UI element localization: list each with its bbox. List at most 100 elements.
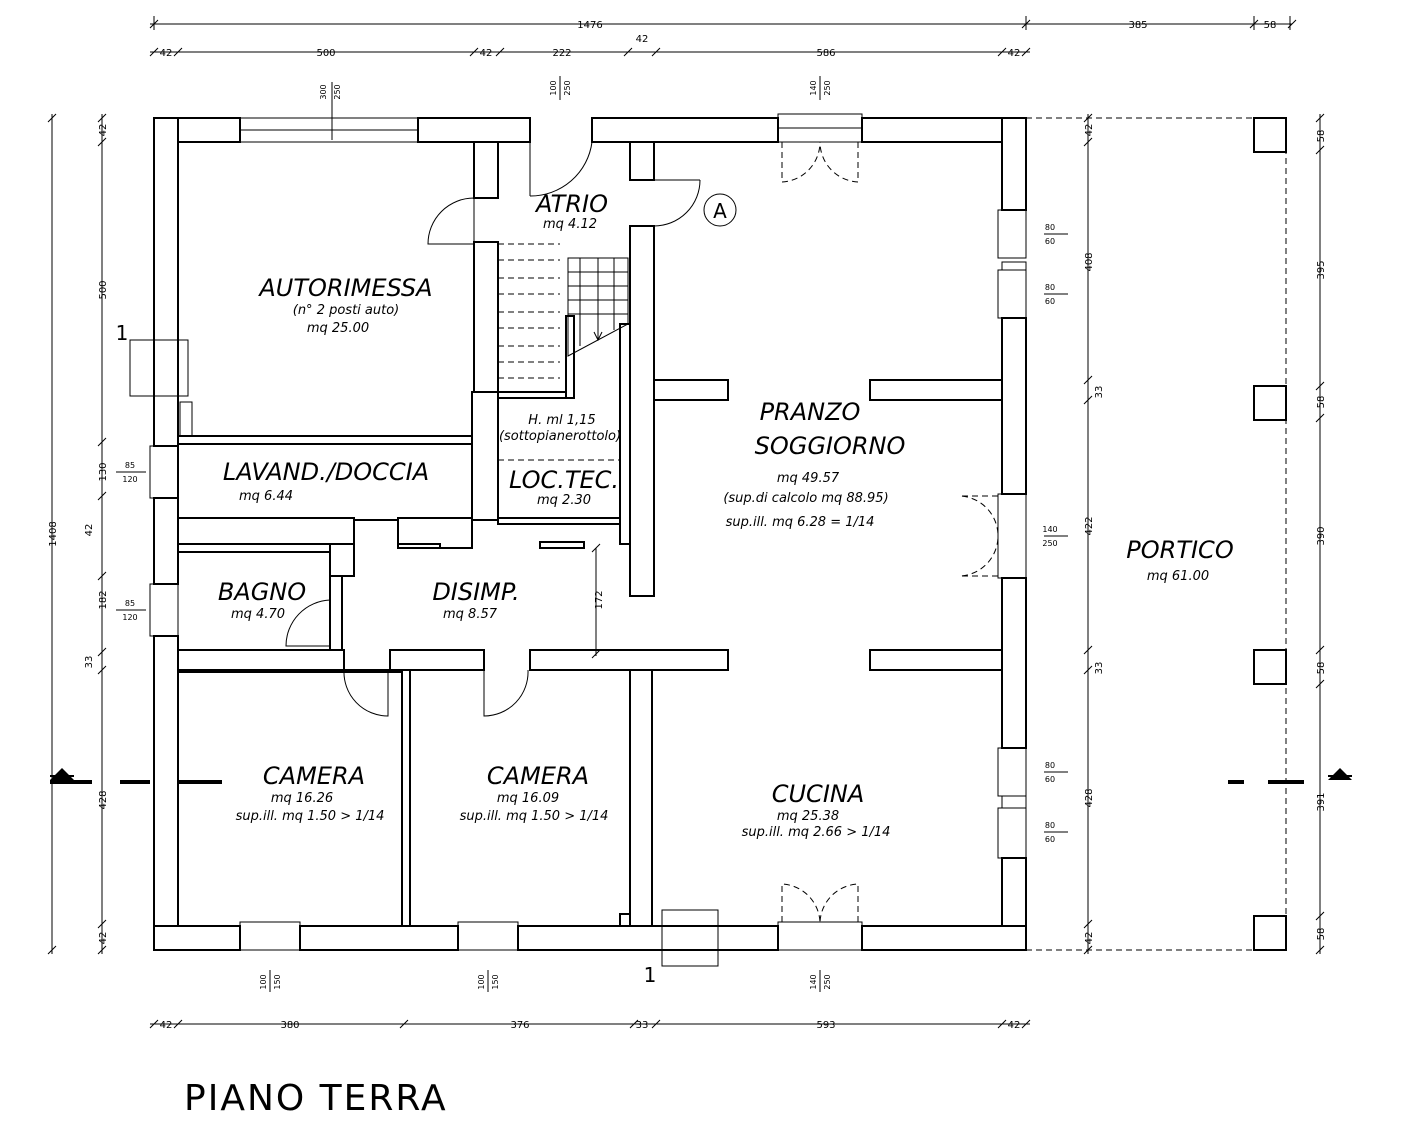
entrance-marker-label: A bbox=[713, 199, 727, 223]
opening-pranzo-top-h: 250 bbox=[823, 80, 832, 95]
room-lavand: LAVAND./DOCCIA mq 6.44 bbox=[223, 458, 429, 504]
dim-top-6: 42 bbox=[1008, 48, 1021, 59]
opening-left-win1-h: 120 bbox=[122, 475, 137, 484]
dim-bottom-3: 33 bbox=[636, 1020, 649, 1031]
opening-right-win4-w: 80 bbox=[1045, 821, 1055, 830]
dim-top-portico: 385 bbox=[1128, 20, 1147, 31]
opening-pranzo-top-w: 140 bbox=[809, 80, 818, 95]
room-disimp: DISIMP. mq 8.57 bbox=[432, 578, 519, 622]
room-loc-tec-name: LOC.TEC. bbox=[509, 466, 619, 494]
dim-right-outer-0: 58 bbox=[1316, 130, 1327, 143]
room-autorimessa-area: mq 25.00 bbox=[307, 321, 369, 336]
dim-right-inner-6: 42 bbox=[1084, 932, 1095, 945]
opening-right-win3-h: 60 bbox=[1045, 775, 1055, 784]
room-camera-2: CAMERA mq 16.09 sup.ill. mq 1.50 > 1/14 bbox=[460, 762, 609, 824]
opening-cucina-bottom-h: 250 bbox=[823, 974, 832, 989]
opening-right-door-w: 140 bbox=[1042, 525, 1057, 534]
room-atrio-name: ATRIO bbox=[534, 190, 608, 218]
room-bagno: BAGNO mq 4.70 bbox=[218, 578, 306, 622]
opening-garage-top-w: 300 bbox=[319, 84, 328, 99]
opening-bottom-win2-h: 150 bbox=[491, 974, 500, 989]
dim-left-4: 182 bbox=[98, 590, 109, 609]
room-pranzo-ill: sup.ill. mq 6.28 = 1/14 bbox=[726, 515, 875, 530]
opening-right-win2-w: 80 bbox=[1045, 283, 1055, 292]
room-cucina: CUCINA mq 25.38 sup.ill. mq 2.66 > 1/14 bbox=[742, 780, 891, 840]
dim-bottom-5: 42 bbox=[1008, 1020, 1021, 1031]
dim-bottom-1: 380 bbox=[280, 1020, 299, 1031]
portico bbox=[1026, 117, 1287, 951]
page-title: PIANO TERRA bbox=[184, 1078, 448, 1119]
opening-right-win3-w: 80 bbox=[1045, 761, 1055, 770]
room-portico-name: PORTICO bbox=[1126, 536, 1233, 564]
dim-right-inner-4: 33 bbox=[1094, 662, 1105, 675]
dim-top-4: 42 bbox=[636, 34, 649, 45]
interior-walls bbox=[177, 141, 1003, 927]
room-camera-2-area: mq 16.09 bbox=[497, 791, 559, 806]
room-camera-1-name: CAMERA bbox=[263, 762, 365, 790]
room-camera-1-ill: sup.ill. mq 1.50 > 1/14 bbox=[236, 809, 385, 824]
dim-left-2: 130 bbox=[98, 462, 109, 481]
room-bagno-name: BAGNO bbox=[218, 578, 306, 606]
room-camera-1: CAMERA mq 16.26 sup.ill. mq 1.50 > 1/14 bbox=[236, 762, 385, 824]
dim-top-total: 1476 bbox=[577, 20, 602, 31]
section-cut-line bbox=[50, 768, 1352, 784]
dim-top-pillar: 58 bbox=[1264, 20, 1277, 31]
room-cucina-ill: sup.ill. mq 2.66 > 1/14 bbox=[742, 825, 891, 840]
windows bbox=[129, 113, 1027, 967]
opening-right-win4-h: 60 bbox=[1045, 835, 1055, 844]
room-autorimessa: AUTORIMESSA (n° 2 posti auto) mq 25.00 bbox=[257, 274, 432, 336]
room-loc-tec-note: (sottopianerottolo) bbox=[499, 429, 621, 444]
section-marker-left: 1 bbox=[116, 321, 129, 345]
room-bagno-area: mq 4.70 bbox=[231, 607, 285, 622]
dim-stair-landing: 172 bbox=[594, 590, 605, 609]
dim-left-7: 42 bbox=[98, 932, 109, 945]
room-pranzo-name1: PRANZO bbox=[760, 398, 861, 426]
dim-right-outer-3: 390 bbox=[1316, 526, 1327, 545]
opening-atrio-top-w: 100 bbox=[549, 80, 558, 95]
opening-left-win2-h: 120 bbox=[122, 613, 137, 622]
dim-right-inner-1: 408 bbox=[1084, 252, 1095, 271]
opening-right-win1-w: 80 bbox=[1045, 223, 1055, 232]
dim-bottom-2: 376 bbox=[510, 1020, 529, 1031]
dim-right-outer-4: 58 bbox=[1316, 662, 1327, 675]
room-pranzo-name2: SOGGIORNO bbox=[755, 432, 906, 460]
opening-left-win2-w: 85 bbox=[125, 599, 135, 608]
room-loc-tec: H. ml 1,15 (sottopianerottolo) LOC.TEC. … bbox=[499, 413, 621, 508]
dim-right-outer-6: 58 bbox=[1316, 928, 1327, 941]
entrance-marker-circle bbox=[703, 193, 737, 227]
room-pranzo-area: mq 49.57 bbox=[777, 471, 840, 486]
room-disimp-area: mq 8.57 bbox=[443, 607, 498, 622]
dim-left-0: 42 bbox=[98, 124, 109, 137]
room-atrio-area: mq 4.12 bbox=[543, 217, 597, 232]
dim-right-inner-5: 428 bbox=[1084, 788, 1095, 807]
dim-right-inner-3: 422 bbox=[1084, 516, 1095, 535]
opening-right-win2-h: 60 bbox=[1045, 297, 1055, 306]
dim-left-6: 428 bbox=[98, 790, 109, 809]
room-camera-2-name: CAMERA bbox=[487, 762, 589, 790]
dim-top-5: 586 bbox=[816, 48, 835, 59]
dim-top-2: 42 bbox=[480, 48, 493, 59]
opening-cucina-bottom-w: 140 bbox=[809, 974, 818, 989]
dim-bottom-4: 593 bbox=[816, 1020, 835, 1031]
room-cucina-area: mq 25.38 bbox=[777, 809, 839, 824]
dim-right-outer-2: 58 bbox=[1316, 396, 1327, 409]
opening-atrio-top-h: 250 bbox=[563, 80, 572, 95]
dimension-lines bbox=[47, 16, 1325, 1029]
dim-left-1: 500 bbox=[98, 280, 109, 299]
room-portico: PORTICO mq 61.00 bbox=[1126, 536, 1233, 584]
dim-left-5: 33 bbox=[84, 656, 95, 669]
opening-bottom-win1-h: 150 bbox=[273, 974, 282, 989]
dim-top-3: 222 bbox=[552, 48, 571, 59]
opening-right-door-h: 250 bbox=[1042, 539, 1057, 548]
room-camera-2-ill: sup.ill. mq 1.50 > 1/14 bbox=[460, 809, 609, 824]
room-atrio: ATRIO mq 4.12 bbox=[534, 190, 608, 232]
room-lavand-area: mq 6.44 bbox=[239, 489, 293, 504]
opening-left-win1-w: 85 bbox=[125, 461, 135, 470]
dim-right-inner-2: 33 bbox=[1094, 386, 1105, 399]
dim-right-outer-1: 395 bbox=[1316, 260, 1327, 279]
dim-left-total: 1408 bbox=[48, 521, 59, 546]
room-portico-area: mq 61.00 bbox=[1147, 569, 1209, 584]
dim-bottom-0: 42 bbox=[160, 1020, 173, 1031]
opening-bottom-win1-w: 100 bbox=[259, 974, 268, 989]
